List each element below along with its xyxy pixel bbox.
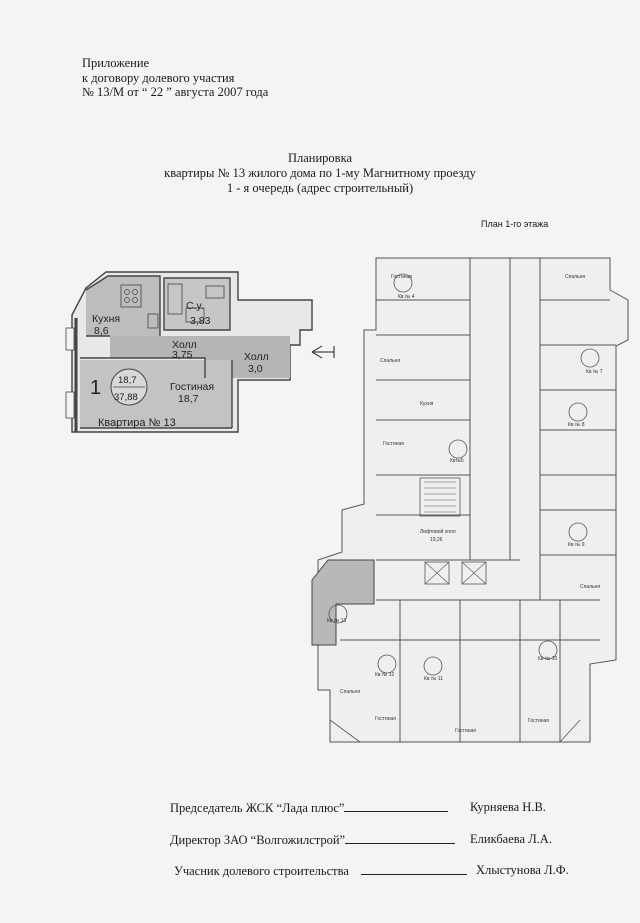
floor-kitchen-5: Кухня (420, 401, 434, 407)
signature-row-2: Директор ЗАО “Волгожилстрой” (170, 832, 456, 848)
living-area-circle: 18,7 (118, 375, 137, 386)
floor-living-5: Гостиная (383, 441, 404, 447)
floor-bedroom-9: Спальня (580, 584, 600, 590)
floor-apt-7: Кв № 7 (586, 369, 603, 375)
floor-living-4: Гостиная (391, 274, 412, 280)
floor-apt-13: Кв № 13 (327, 618, 346, 624)
floor-apt-10: Кв № 10 (538, 656, 557, 662)
floor-apt-8: Кв № 8 (568, 422, 585, 428)
living-label: Гостиная (170, 381, 214, 393)
living-area: 18,7 (178, 393, 199, 405)
signature-name-2: Еликбаева Л.А. (470, 832, 552, 846)
floor-living-12: Гостиная (375, 716, 396, 722)
signature-label-3: Учасник долевого строительства (174, 864, 349, 878)
floor-bedroom-1: Спальня (380, 358, 400, 364)
signature-row-1: Председатель ЖСК “Лада плюс” (170, 800, 449, 816)
floor-bedroom-7: Спальня (565, 274, 585, 280)
signature-label-1: Председатель ЖСК “Лада плюс” (170, 801, 345, 815)
floor-lift-area: 19,26 (430, 537, 443, 543)
floor-apt-11: Кв № 11 (424, 676, 443, 682)
floor-plan (311, 257, 629, 743)
bath-label: С.у. (186, 300, 204, 312)
signature-name-3: Хлыстунова Л.Ф. (476, 863, 569, 877)
signature-line-1 (344, 800, 449, 812)
hall-label: Холл (172, 339, 197, 351)
floor-living-10: Гостиная (528, 718, 549, 724)
floor-apt-9: Кв № 9 (568, 542, 585, 548)
floor-apt-12: Кв № 12 (375, 672, 394, 678)
document-title: Планировка квартиры № 13 жилого дома по … (0, 151, 640, 196)
bath-area: 3,83 (190, 315, 211, 327)
hall-area: 3,75 (172, 349, 193, 361)
floor-lift-hall: Лифтовой холл (420, 528, 456, 535)
floor-plan-title: План 1-го этажа (481, 219, 549, 229)
apartment-caption: Квартира № 13 (98, 417, 176, 429)
apartment-plan (65, 271, 335, 433)
header-line-1: Приложение (82, 56, 150, 70)
floor-bedroom-12: Спальня (340, 689, 360, 695)
hall2-area: 3,0 (248, 363, 263, 375)
header-line-3: № 13/М от “ 22 ” августа 2007 года (82, 85, 269, 99)
kitchen-label: Кухня (92, 313, 120, 325)
hall2-label: Холл (244, 351, 269, 363)
floor-living-11: Гостиная (455, 728, 476, 734)
kitchen-area: 8,6 (94, 325, 109, 337)
signature-row-3: Учасник долевого строительства (174, 863, 467, 879)
total-area-circle: 37,88 (114, 392, 138, 403)
room-count: 1 (90, 377, 101, 399)
signature-label-2: Директор ЗАО “Волгожилстрой” (170, 833, 346, 847)
signature-line-3 (360, 863, 467, 875)
title-line-1: Планировка (287, 151, 353, 165)
header-line-2: к договору долевого участия (82, 70, 235, 85)
signature-name-1: Курняева Н.В. (470, 800, 546, 814)
title-line-2: квартиры № 13 жилого дома по 1-му Магнит… (164, 166, 476, 180)
floor-apt-5: Кв№5 (450, 458, 464, 464)
signature-line-2 (345, 832, 456, 844)
floor-apt-4: Кв № 4 (398, 294, 415, 300)
title-line-3: 1 - я очередь (адрес строительный) (226, 181, 414, 195)
contract-header: Приложение к договору долевого участия №… (82, 56, 268, 100)
